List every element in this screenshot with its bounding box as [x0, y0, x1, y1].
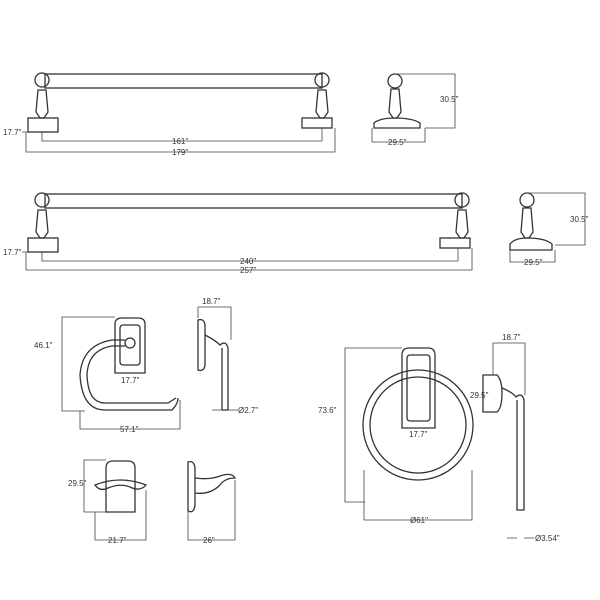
- dim-overall-length: 179": [172, 148, 188, 157]
- paper-holder-side: 18.7" Ø2.7": [197, 297, 258, 415]
- dim-plate-width: 17.7": [121, 376, 140, 385]
- dim-rod-diameter: Ø3.54": [535, 534, 560, 543]
- dim-rod-diameter: Ø2.7": [238, 406, 258, 415]
- dim-base-width: 29.5": [524, 258, 543, 267]
- dim-plate-width: 17.7": [409, 430, 428, 439]
- dim-height: 30.5": [570, 215, 589, 224]
- dim-depth: 18.7": [202, 297, 221, 306]
- towel-bar-small-front: 17.7" 161" 179": [3, 72, 336, 157]
- dim-inner-length: 161": [172, 137, 188, 146]
- dim-overall-length: 257": [240, 266, 256, 275]
- dim-plate-height: 29.5": [470, 391, 489, 400]
- dim-depth: 18.7": [502, 333, 521, 342]
- dim-flange-height: 17.7": [3, 248, 22, 257]
- dim-flange-height: 17.7": [3, 128, 22, 137]
- towel-bar-large-front: 17.7" 240" 257": [3, 192, 473, 275]
- dim-ring-diameter: Ø61": [410, 516, 428, 525]
- dim-base-width: 29.5": [388, 138, 407, 147]
- towel-bar-small-side: 30.5" 29.5": [371, 73, 459, 147]
- robe-hook-side: 26": [187, 460, 237, 545]
- dim-height: 30.5": [440, 95, 459, 104]
- dim-overall-width: 57.1": [120, 425, 139, 434]
- paper-holder-front: 46.1" 17.7" 57.1": [34, 316, 181, 434]
- dim-inner-length: 240": [240, 257, 256, 266]
- towel-bar-large-side: 30.5" 29.5": [509, 192, 589, 267]
- dim-height: 29.5": [68, 479, 87, 488]
- robe-hook-front: 29.5" 21.7": [68, 459, 148, 545]
- dim-width: 21.7": [108, 536, 127, 545]
- towel-ring-front: 73.6" 17.7" Ø61": [318, 347, 474, 525]
- dim-height: 73.6": [318, 406, 337, 415]
- dim-depth: 26": [203, 536, 215, 545]
- towel-ring-side: 18.7" 29.5" Ø3.54": [470, 333, 560, 543]
- dim-height: 46.1": [34, 341, 53, 350]
